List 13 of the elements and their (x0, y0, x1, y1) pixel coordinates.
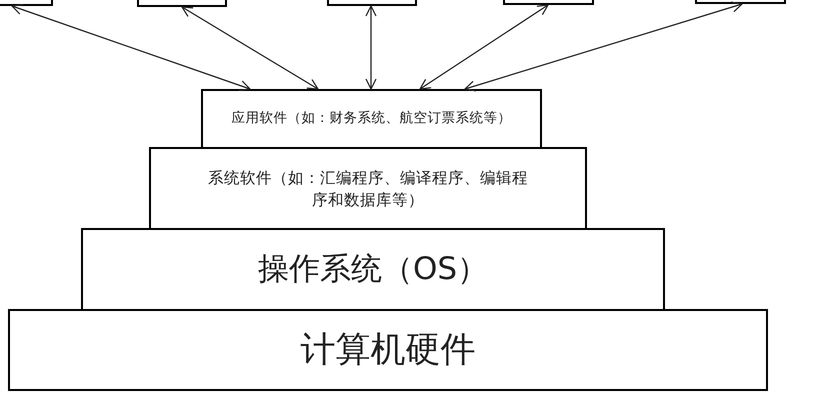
double-arrow (365, 5, 377, 90)
layer-box (201, 89, 542, 149)
layer-label: 计算机硬件 (300, 328, 476, 372)
double-arrow (181, 6, 319, 90)
double-arrow (464, 2, 743, 92)
layer-box (149, 147, 587, 231)
double-arrow (419, 4, 549, 90)
layer-box (81, 228, 665, 311)
layer-label: 应用软件（如：财务系统、航空订票系统等） (232, 109, 512, 128)
layer-label: 操作系统（OS） (258, 250, 488, 290)
layer-box (8, 309, 768, 391)
layer-label: 系统软件（如：汇编程序、编译程序、编辑程序和数据库等） (207, 168, 529, 211)
double-arrow (11, 4, 251, 92)
